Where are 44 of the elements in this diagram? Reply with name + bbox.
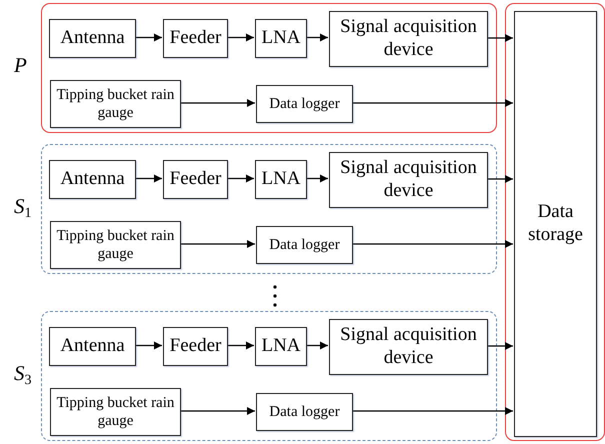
arrow: [306, 174, 328, 182]
process-box: Data logger: [256, 393, 353, 431]
arrow: [180, 99, 255, 107]
process-box: Feeder: [163, 327, 228, 366]
group-label: S$_{1}$: [14, 194, 32, 222]
arrow: [227, 34, 254, 42]
arrow: [180, 407, 255, 415]
group-frame: [41, 144, 497, 274]
process-box: Tipping bucket rain gauge: [50, 80, 181, 128]
process-box: LNA: [255, 160, 307, 199]
arrow: [135, 174, 162, 182]
arrow: [352, 99, 513, 107]
process-box: Data logger: [256, 85, 353, 123]
arrow: [135, 342, 162, 350]
process-box: Antenna: [49, 327, 136, 366]
process-box: Feeder: [163, 19, 228, 58]
storage-frame: [505, 3, 605, 441]
group-label: S$_{3}$: [14, 361, 32, 389]
arrow: [487, 34, 513, 42]
process-box: LNA: [255, 19, 307, 58]
process-box: Data storage: [514, 11, 597, 437]
process-box: Tipping bucket rain gauge: [50, 221, 181, 269]
process-box: Tipping bucket rain gauge: [50, 388, 181, 436]
arrow: [135, 34, 162, 42]
process-box: Antenna: [49, 19, 136, 58]
arrow: [227, 174, 254, 182]
process-box: Data logger: [256, 226, 353, 264]
process-box: Signal acquisition device: [329, 319, 488, 375]
arrow: [306, 34, 328, 42]
arrow: [352, 407, 513, 415]
process-box: Signal acquisition device: [329, 152, 488, 208]
arrow: [306, 342, 328, 350]
process-box: Antenna: [49, 160, 136, 199]
process-box: Signal acquisition device: [329, 11, 488, 67]
arrow: [487, 175, 513, 183]
arrow: [352, 240, 513, 248]
group-frame: [41, 311, 497, 441]
arrow: [180, 240, 255, 248]
process-box: LNA: [255, 327, 307, 366]
arrow: [227, 342, 254, 350]
arrow: [487, 342, 513, 350]
group-label: P: [14, 53, 27, 78]
group-frame: [41, 3, 497, 133]
process-box: Feeder: [163, 160, 228, 199]
